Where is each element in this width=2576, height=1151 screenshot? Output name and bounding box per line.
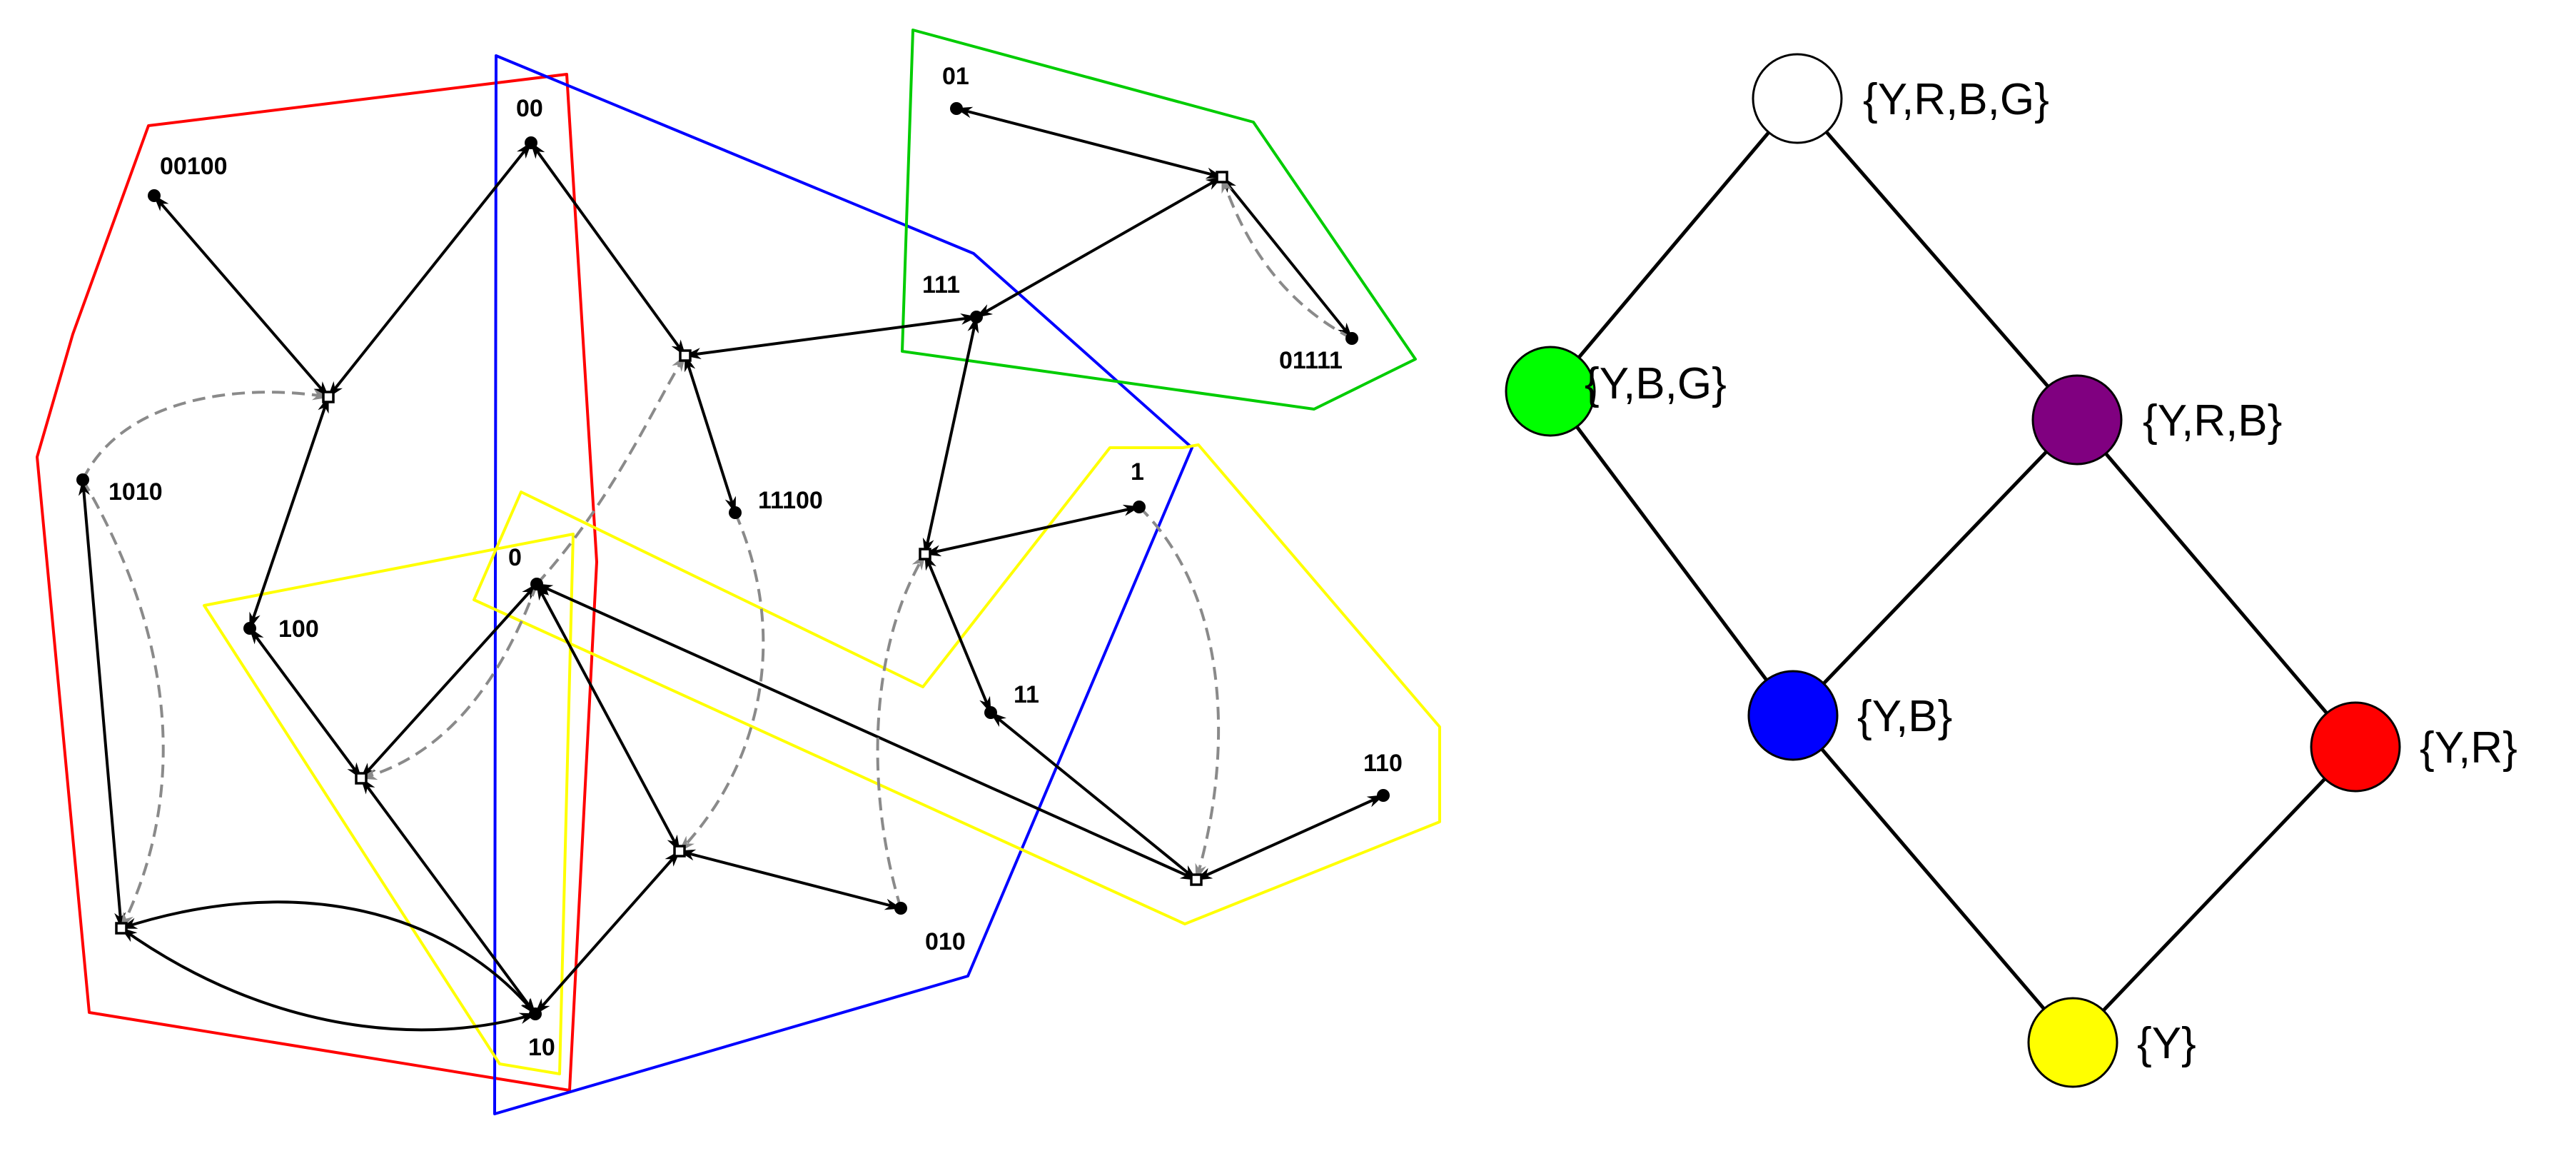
edge-t8-10 [534,850,681,1015]
lattice-node-yr [2310,701,2401,793]
state-node-00100 [148,189,161,202]
edge-t7-10-lower [120,927,537,1032]
state-label-111: 111 [922,271,960,298]
edge-t2-111 [684,313,978,360]
dashed-11100-t8 [678,512,765,853]
edge-t3-111 [975,176,1223,318]
state-label-1: 1 [1131,458,1144,486]
edge-t4-0 [360,583,538,780]
edge-111-t5 [922,316,979,556]
state-node-111 [970,311,983,323]
state-node-0 [530,578,543,590]
edge-t5-1 [924,504,1141,557]
state-node-110 [1377,789,1390,802]
edge-0-t6 [535,583,1198,881]
state-label-110: 110 [1363,750,1403,777]
yellow-region-right [473,443,1441,925]
lattice-node-yrb [2031,374,2123,466]
transition-box [1216,171,1228,184]
edge-t1-100 [248,396,330,630]
state-label-11: 11 [1014,681,1039,708]
dashed-1-t6 [1138,506,1221,881]
state-label-01: 01 [942,63,969,90]
dashed-edges [81,176,1353,930]
transition-box [673,845,686,858]
solid-edges [78,106,1385,1032]
transition-box [1190,873,1203,886]
state-node-100 [243,622,256,635]
edge-t6-110 [1195,794,1385,881]
lattice-label-y: {Y} [2137,1019,2196,1068]
edge-t2-11100 [684,354,737,514]
state-node-1010 [76,473,89,486]
lattice-edge [1549,97,1799,393]
edge-00100-t1 [153,194,330,398]
transition-box [679,349,692,362]
dashed-1010-t1 [81,388,330,481]
edge-0-t8 [535,583,681,853]
lattice-edge [2071,745,2357,1044]
state-nodes [76,102,1390,1020]
lattice-edge [1792,714,2074,1044]
edge-t3-01111 [1221,176,1353,340]
lattice-node-y [2027,997,2118,1088]
edge-t7-10-upper [120,900,537,1015]
state-node-10 [529,1007,542,1020]
state-label-10: 10 [528,1034,555,1061]
dashed-0-t4 [360,583,538,780]
state-label-100: 100 [278,615,319,643]
edge-t8-010 [678,849,902,910]
state-node-11100 [729,506,742,519]
regions [36,29,1441,1115]
state-node-1 [1133,501,1146,513]
state-node-010 [894,902,907,915]
state-node-01111 [1345,332,1358,345]
state-label-1010: 1010 [108,478,163,506]
lattice-edge [1792,418,2079,717]
transition-boxes [115,171,1228,935]
state-label-01111: 01111 [1279,347,1343,374]
lattice: {Y,R,B,G} {Y,B,G} {Y,R,B} {Y,B} {Y,R} {Y… [1505,53,2517,1088]
edge-t5-11 [924,553,992,714]
lattice-label-ybg: {Y,B,G} [1585,359,1727,408]
lattice-edge [1548,390,1795,717]
edge-t1-00 [327,141,532,398]
state-node-01 [950,102,963,115]
transition-box [919,548,931,561]
lattice-node-yb [1747,670,1839,761]
dashed-01111-t3 [1221,176,1353,340]
state-label-0: 0 [508,544,522,571]
edge-100-t4 [248,627,363,780]
green-region [901,29,1417,411]
lattice-node-ybg [1505,346,1596,437]
edge-00-t2 [530,141,687,357]
dashed-010-t5 [876,553,926,909]
state-label-11100: 11100 [758,487,823,514]
transition-box [322,391,335,403]
state-label-00: 00 [516,95,543,122]
lattice-node-yrbg [1752,53,1843,144]
transition-box [355,772,368,785]
edge-1010-t7 [78,478,126,930]
edge-t4-10 [360,777,537,1015]
lattice-label-yrb: {Y,R,B} [2143,396,2282,446]
transition-box [115,922,128,935]
lattice-edge [1796,97,2079,421]
state-label-010: 010 [925,928,966,955]
edge-11-t6 [989,711,1198,881]
state-labels: 00100 00 01 111 01111 1010 11100 1 0 100… [108,63,1403,1061]
lattice-label-yb: {Y,B} [1857,692,1952,741]
state-node-11 [984,706,997,719]
edge-01-t3 [955,106,1223,179]
lattice-edge [2076,418,2357,748]
lattice-label-yr: {Y,R} [2420,723,2517,773]
state-node-00 [525,136,537,149]
blue-region [493,54,1193,1115]
lattice-label-yrbg: {Y,R,B,G} [1863,75,2049,124]
state-label-00100: 00100 [160,153,228,180]
dashed-1010-t7 [81,478,165,930]
dashed-0-t2 [535,354,687,585]
